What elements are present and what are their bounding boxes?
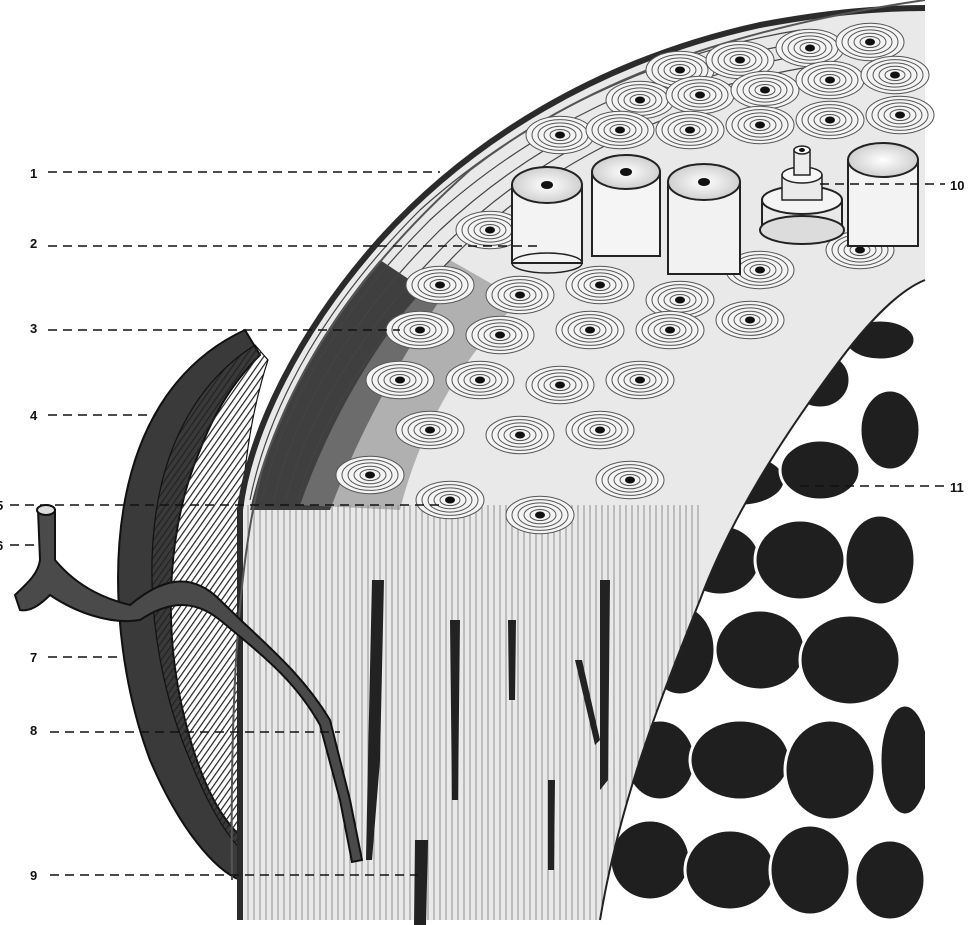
- osteon: [606, 361, 674, 398]
- osteon: [406, 266, 474, 303]
- osteon-cylinder: [668, 164, 740, 274]
- osteon: [861, 56, 929, 93]
- osteon: [796, 61, 864, 98]
- osteon: [716, 301, 784, 338]
- marrow-cavity: [860, 390, 920, 470]
- marrow-cavity: [685, 830, 775, 910]
- osteon: [586, 111, 654, 148]
- osteon-cylinder: [592, 155, 660, 256]
- osteon: [336, 456, 404, 493]
- osteon: [486, 276, 554, 313]
- osteon: [796, 101, 864, 138]
- osteon: [396, 411, 464, 448]
- osteon: [486, 416, 554, 453]
- label-10: 10: [950, 178, 964, 193]
- marrow-cavity: [610, 820, 690, 900]
- osteon: [526, 116, 594, 153]
- label-3: 3: [30, 321, 37, 336]
- osteon: [566, 266, 634, 303]
- osteon: [666, 76, 734, 113]
- marrow-cavity: [785, 720, 875, 820]
- osteon: [526, 366, 594, 403]
- osteon: [366, 361, 434, 398]
- osteon: [556, 311, 624, 348]
- osteon: [506, 496, 574, 533]
- osteon: [836, 23, 904, 60]
- marrow-cavity: [690, 720, 790, 800]
- osteon: [566, 411, 634, 448]
- osteon: [866, 96, 934, 133]
- osteon: [446, 361, 514, 398]
- label-7: 7: [30, 650, 37, 665]
- label-1: 1: [30, 166, 37, 181]
- label-8: 8: [30, 723, 37, 738]
- marrow-cavity: [880, 705, 930, 815]
- osteon: [636, 311, 704, 348]
- osteon: [656, 111, 724, 148]
- osteon-cylinder: [512, 167, 582, 273]
- osteon: [466, 316, 534, 353]
- marrow-cavity: [845, 515, 915, 605]
- marrow-cavity: [715, 610, 805, 690]
- label-11: 11: [950, 480, 964, 495]
- label-9: 9: [30, 868, 37, 883]
- osteon: [596, 461, 664, 498]
- marrow-cavity: [780, 440, 860, 500]
- osteon: [416, 481, 484, 518]
- marrow-cavity: [770, 825, 850, 915]
- marrow-cavity: [800, 615, 900, 705]
- label-4: 4: [30, 408, 38, 423]
- osteon-cylinder: [848, 143, 918, 246]
- label-2: 2: [30, 236, 37, 251]
- marrow-cavity: [855, 840, 925, 920]
- label-6: 6: [0, 538, 3, 553]
- label-5: 5: [0, 498, 3, 513]
- marrow-cavity: [755, 520, 845, 600]
- osteon: [731, 71, 799, 108]
- osteon: [726, 106, 794, 143]
